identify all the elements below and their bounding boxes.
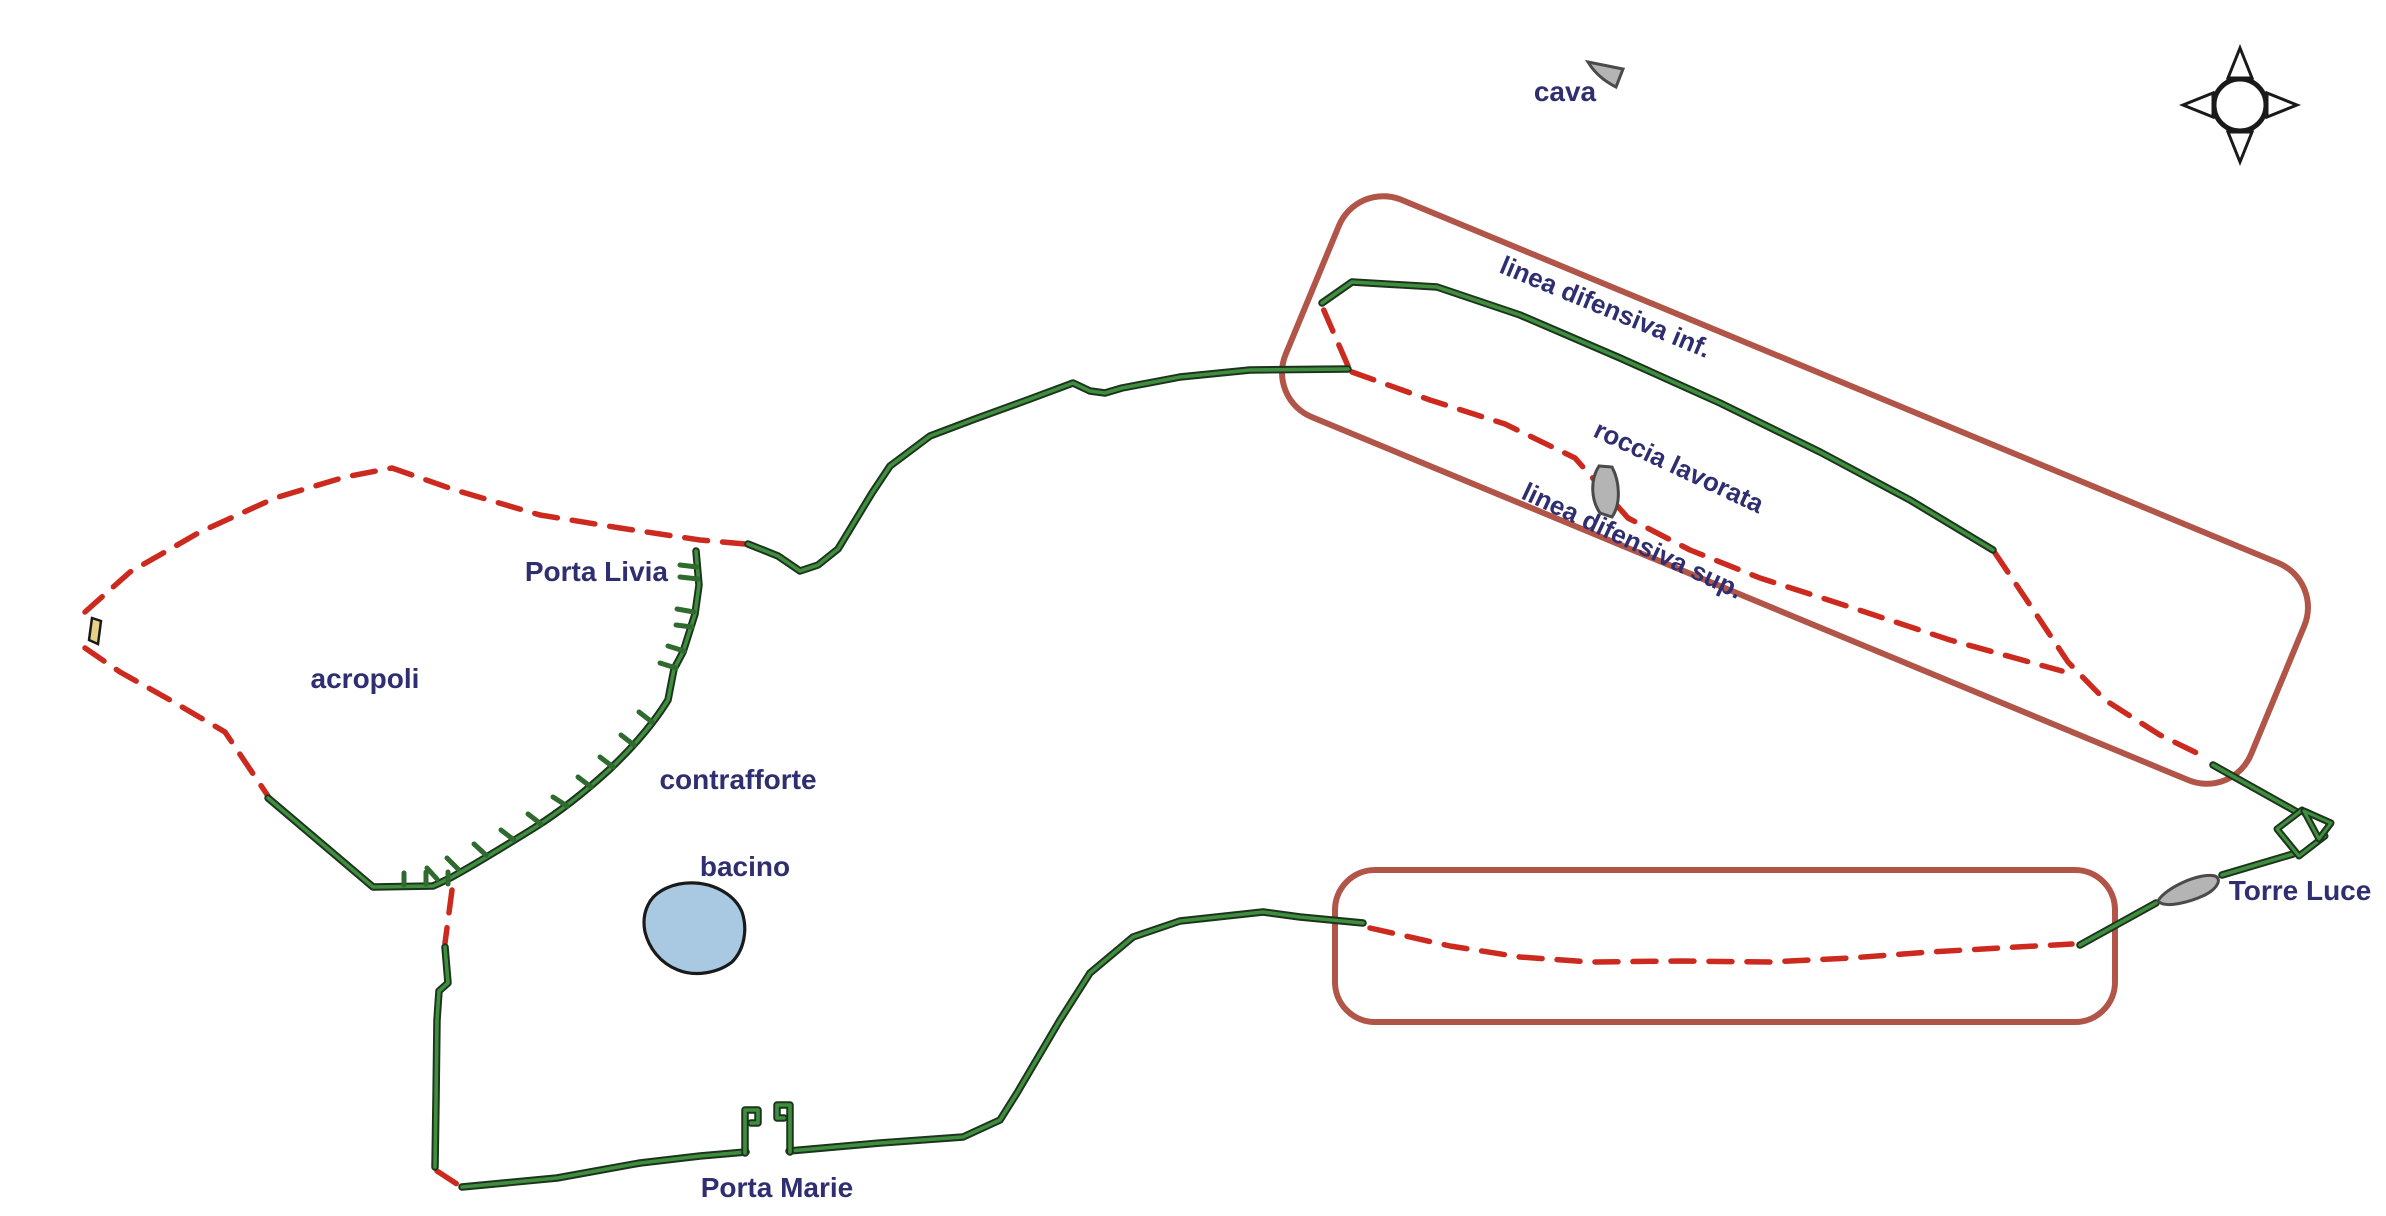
roccia-lavorata-shape — [1591, 464, 1620, 519]
lower-defensive-zone-box — [1332, 867, 2118, 1025]
buttress-teeth — [401, 562, 701, 888]
label-porta-marie: Porta Marie — [701, 1172, 854, 1203]
south-wall — [462, 912, 1363, 1187]
contrafforte-wall — [268, 551, 699, 887]
acropolis-perimeter-dashed — [82, 465, 748, 799]
label-contrafforte: contrafforte — [659, 764, 816, 795]
upper-defensive-line-dashed — [1349, 369, 2208, 760]
lower-defensive-line-dashed — [1367, 925, 2075, 965]
upper-defensive-zone-box — [1279, 193, 2311, 787]
compass-rose-icon — [2178, 43, 2302, 167]
label-torre-luce: Torre Luce — [2229, 875, 2372, 906]
bacino-basin — [642, 881, 747, 976]
label-cava: cava — [1534, 76, 1597, 107]
label-bacino: bacino — [700, 851, 790, 882]
label-porta-livia: Porta Livia — [525, 556, 669, 587]
label-linea-difensiva-inf: linea difensiva inf. — [1496, 250, 1716, 364]
torre-luce-stone-lens — [2156, 873, 2220, 906]
dashed-connectors — [434, 303, 1351, 1189]
torre-luce-tower-symbol — [2273, 806, 2335, 860]
label-acropoli: acropoli — [311, 663, 420, 694]
yellow-mark — [87, 616, 103, 646]
porta-marie-gate-symbol — [745, 1105, 790, 1153]
north-wall — [748, 369, 1348, 571]
west-wall — [435, 947, 448, 1167]
cava-quarry-shape — [1584, 59, 1626, 90]
